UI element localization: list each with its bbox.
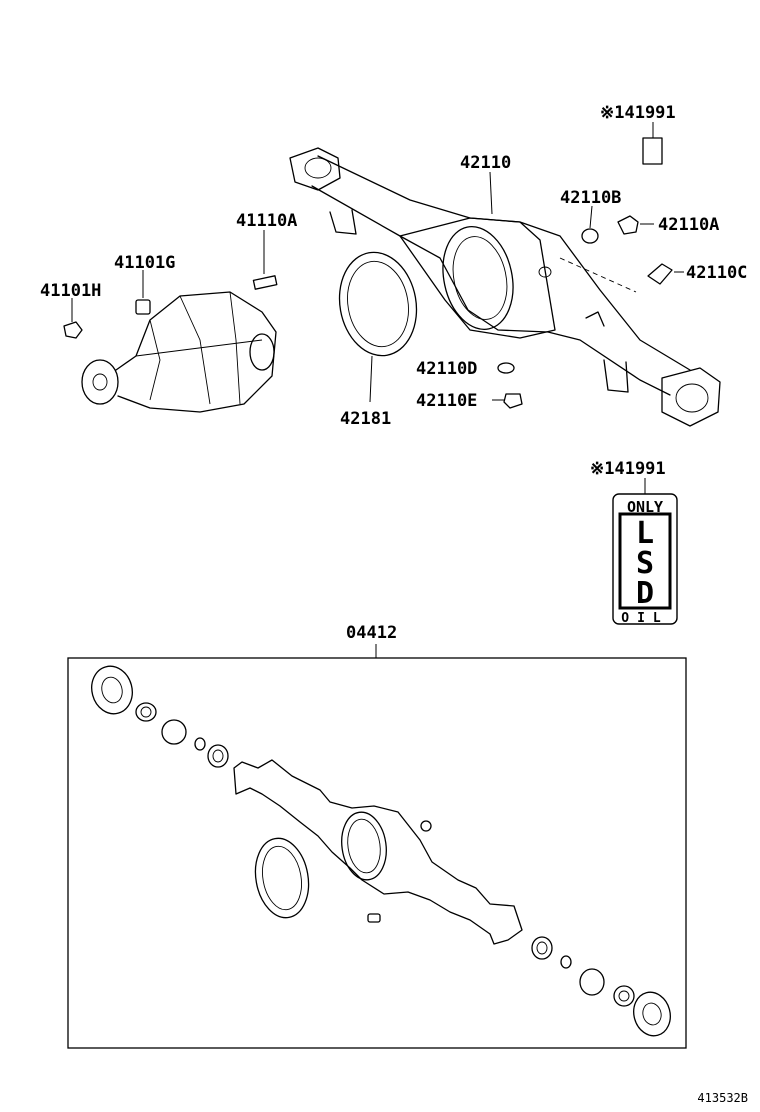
lsd-label-bottom: OIL (621, 611, 668, 626)
part-42110A-plug (617, 215, 654, 235)
part-41101H (63, 298, 83, 339)
callout-41101H: 41101H (40, 281, 101, 301)
lsd-label-l: L (636, 516, 654, 551)
callout-42110D: 42110D (416, 359, 477, 379)
part-41110A-stud (252, 230, 278, 290)
lsd-label-top: ONLY (627, 498, 663, 516)
lsd-label-d: D (636, 576, 654, 611)
callout-42181: 42181 (340, 409, 391, 429)
callout-42110A-right: 42110A (658, 215, 719, 235)
part-42110B-plug (581, 205, 599, 244)
axle-housing-42110 (289, 147, 721, 427)
part-42110C-breather (559, 257, 684, 293)
callout-42110B: 42110B (560, 188, 621, 208)
callout-04412: 04412 (346, 623, 397, 643)
part-42110D (497, 362, 515, 374)
lsd-label-s: S (636, 546, 654, 581)
callout-41101G: 41101G (114, 253, 175, 273)
part-42110E (492, 393, 523, 409)
kit-contents (91, 665, 671, 1037)
figure-code: 413532B (697, 1091, 748, 1105)
part-41991-small-label (642, 122, 663, 165)
callout-42110: 42110 (460, 153, 511, 173)
part-41101G (135, 270, 151, 315)
callout-41991-top: ※141991 (600, 103, 676, 123)
callout-42110C: 42110C (686, 263, 747, 283)
callout-41110A: 41110A (236, 211, 297, 231)
gasket-kit-box (67, 657, 687, 1049)
differential-carrier (81, 291, 277, 413)
part-42181-gasket (338, 251, 418, 403)
lsd-oil-label: ONLY L S D OIL (612, 493, 678, 626)
callout-42110E: 42110E (416, 391, 477, 411)
callout-41991-label: ※141991 (590, 459, 666, 479)
